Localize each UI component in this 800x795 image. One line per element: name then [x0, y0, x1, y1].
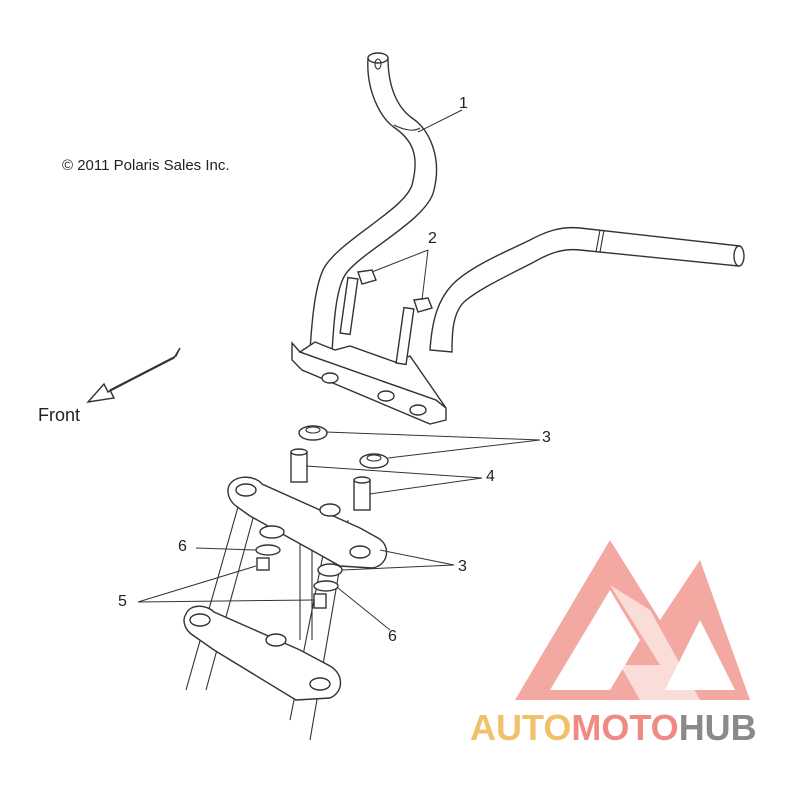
copyright-notice: © 2011 Polaris Sales Inc. — [62, 157, 230, 174]
callout-leaders — [137, 109, 541, 631]
callout-2: 2 — [428, 230, 437, 247]
lower-bushings-washers — [255, 525, 343, 609]
upper-bushings — [298, 425, 389, 469]
automotohub-logo-mark — [515, 540, 750, 700]
callout-6-left: 6 — [178, 538, 187, 555]
callout-3-middle: 3 — [458, 558, 467, 575]
callout-1: 1 — [459, 95, 468, 112]
logo-text-auto: AUTO — [470, 707, 572, 748]
callout-3-upper: 3 — [542, 429, 551, 446]
callout-6-right: 6 — [388, 628, 397, 645]
handlebar — [309, 52, 745, 353]
callout-4: 4 — [486, 468, 495, 485]
callout-5: 5 — [118, 593, 127, 610]
upper-triple-clamp — [227, 476, 388, 569]
automotohub-logo-text: AUTOMOTOHUB — [470, 707, 757, 749]
lower-triple-clamp — [183, 605, 342, 701]
spacers — [290, 448, 371, 511]
clamp-bolts — [339, 269, 433, 366]
handlebar-clamp — [291, 341, 447, 425]
front-label: Front — [38, 405, 81, 425]
front-direction-arrow — [86, 347, 181, 403]
logo-text-hub: HUB — [678, 707, 757, 748]
logo-text-moto: MOTO — [571, 707, 679, 748]
